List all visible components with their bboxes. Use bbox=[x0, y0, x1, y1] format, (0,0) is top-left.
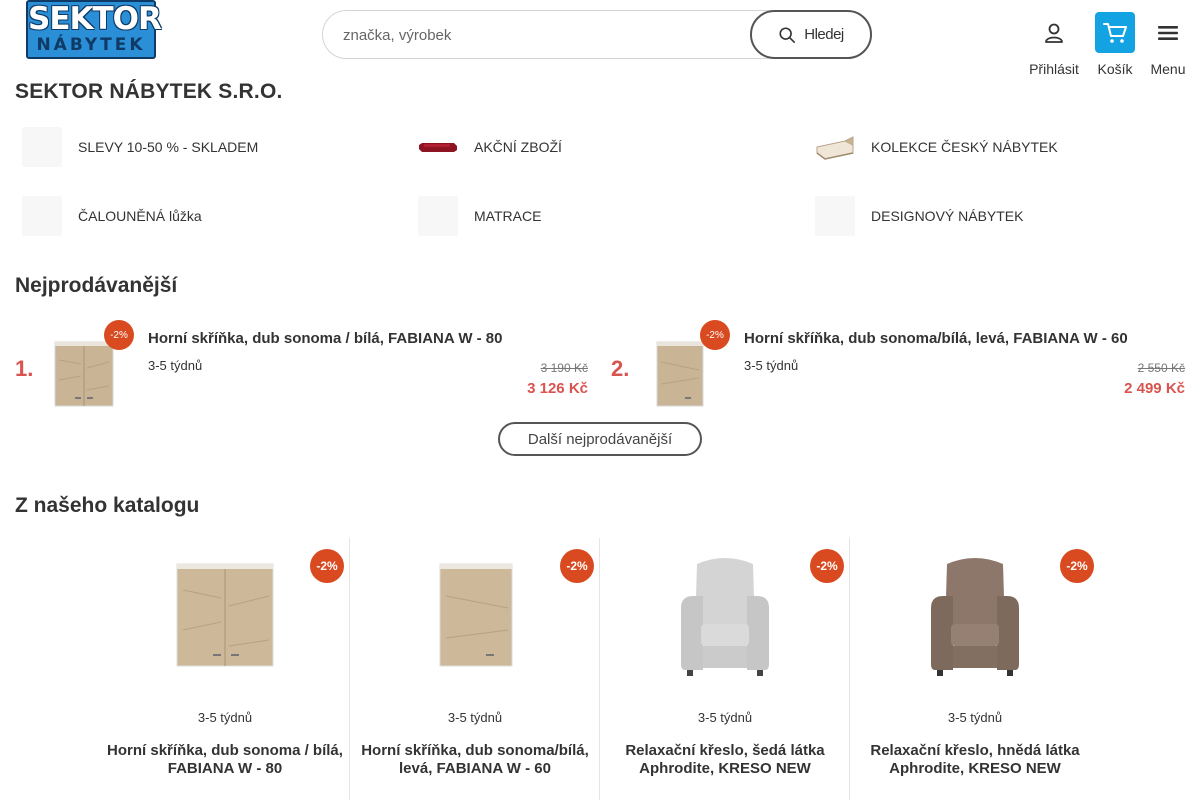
delivery-time: 3-5 týdnů bbox=[697, 710, 753, 725]
discount-badge: -2% bbox=[560, 549, 594, 583]
category-label: SLEVY 10-50 % - SKLADEM bbox=[78, 139, 259, 155]
catalog-product-card[interactable]: -2% 3-5 týdnů Relaxační křeslo, šedá lát… bbox=[599, 538, 849, 800]
category-link-mattresses[interactable]: MATRACE bbox=[418, 196, 541, 236]
category-link-upholstered-beds[interactable]: ČALOUNĚNÁ lůžka bbox=[22, 196, 202, 236]
category-label: MATRACE bbox=[474, 208, 542, 224]
category-link-czech[interactable]: KOLEKCE ČESKÝ NÁBYTEK bbox=[815, 127, 1058, 167]
bestseller-item[interactable]: 2. -2% Horní skříňka, dub sonoma/bílá, l… bbox=[611, 318, 1185, 413]
sofa-thumbnail bbox=[418, 127, 458, 167]
search-bar: Hledej bbox=[322, 10, 872, 59]
category-label: AKČNÍ ZBOŽÍ bbox=[474, 139, 562, 155]
category-label: KOLEKCE ČESKÝ NÁBYTEK bbox=[871, 139, 1058, 155]
recliner-shape bbox=[681, 558, 769, 676]
more-bestsellers-button[interactable]: Další nejprodávanější bbox=[498, 422, 702, 456]
search-button[interactable]: Hledej bbox=[750, 10, 872, 59]
discount-badge: -2% bbox=[1060, 549, 1094, 583]
delivery-time: 3-5 týdnů bbox=[447, 710, 503, 725]
bestseller-rank: 1. bbox=[15, 356, 34, 381]
discount-badge: -2% bbox=[810, 549, 844, 583]
catalog-title: Z našeho katalogu bbox=[15, 494, 200, 517]
delivery-time: 3-5 týdnů bbox=[197, 710, 253, 725]
category-link-sale[interactable]: SLEVY 10-50 % - SKLADEM bbox=[22, 127, 258, 167]
product-name-link[interactable]: Relaxační křeslo, šedá látka Aphrodite, … bbox=[625, 742, 825, 777]
discount-badge: -2% bbox=[104, 320, 134, 350]
product-name-link[interactable]: Relaxační křeslo, hnědá látka Aphrodite,… bbox=[870, 742, 1080, 777]
search-input[interactable] bbox=[343, 23, 743, 47]
product-image[interactable] bbox=[655, 340, 705, 408]
category-thumbnail bbox=[815, 196, 855, 236]
bestsellers-title: Nejprodávanější bbox=[15, 274, 178, 297]
bestseller-rank: 2. bbox=[611, 356, 630, 381]
hamburger-icon bbox=[1158, 25, 1178, 40]
product-image[interactable] bbox=[675, 550, 775, 680]
product-name-link[interactable]: Horní skříňka, dub sonoma/bílá, levá, FA… bbox=[744, 330, 1128, 347]
bed-thumbnail bbox=[815, 127, 855, 167]
cart-icon bbox=[1103, 22, 1127, 43]
discount-badge: -2% bbox=[700, 320, 730, 350]
product-image[interactable] bbox=[925, 550, 1025, 680]
product-image[interactable] bbox=[53, 340, 115, 408]
category-link-action[interactable]: AKČNÍ ZBOŽÍ bbox=[418, 127, 562, 167]
logo-text-top: SEKTOR bbox=[28, 1, 162, 37]
product-name-link[interactable]: Horní skříňka, dub sonoma/bílá, levá, FA… bbox=[361, 742, 589, 777]
recliner-shape bbox=[931, 558, 1019, 676]
site-header: SEKTOR NÁBYTEK Hledej Přihlásit Košík Me… bbox=[0, 0, 1200, 78]
menu-button[interactable]: Menu bbox=[1146, 12, 1190, 77]
current-price: 2 499 Kč bbox=[1124, 380, 1185, 397]
current-price: 3 126 Kč bbox=[527, 380, 588, 397]
menu-label: Menu bbox=[1150, 61, 1186, 77]
category-thumbnail bbox=[22, 127, 62, 167]
user-icon bbox=[1045, 23, 1063, 43]
cart-label: Košík bbox=[1097, 61, 1133, 77]
category-link-design[interactable]: DESIGNOVÝ NÁBYTEK bbox=[815, 196, 1023, 236]
product-name-link[interactable]: Horní skříňka, dub sonoma / bílá, FABIAN… bbox=[107, 742, 343, 777]
product-image[interactable] bbox=[438, 550, 514, 680]
logo-text-bottom: NÁBYTEK bbox=[36, 35, 146, 55]
old-price: 3 190 Kč bbox=[540, 361, 588, 375]
bestseller-item[interactable]: 1. -2% Horní skříňka, dub sonoma / bílá,… bbox=[15, 318, 588, 413]
delivery-time: 3-5 týdnů bbox=[947, 710, 1003, 725]
delivery-time: 3-5 týdnů bbox=[148, 358, 203, 373]
company-title: SEKTOR NÁBYTEK S.R.O. bbox=[15, 80, 283, 103]
product-name-link[interactable]: Horní skříňka, dub sonoma / bílá, FABIAN… bbox=[148, 330, 503, 347]
cart-button[interactable]: Košík bbox=[1092, 12, 1138, 77]
product-image[interactable] bbox=[175, 550, 275, 680]
login-label: Přihlásit bbox=[1029, 61, 1079, 77]
site-logo[interactable]: SEKTOR NÁBYTEK bbox=[26, 0, 162, 59]
old-price: 2 550 Kč bbox=[1137, 361, 1185, 375]
search-button-label: Hledej bbox=[804, 26, 844, 43]
login-button[interactable]: Přihlásit bbox=[1025, 12, 1083, 77]
category-label: ČALOUNĚNÁ lůžka bbox=[78, 208, 202, 224]
category-thumbnail bbox=[22, 196, 62, 236]
delivery-time: 3-5 týdnů bbox=[744, 358, 799, 373]
category-label: DESIGNOVÝ NÁBYTEK bbox=[871, 208, 1024, 224]
catalog-product-card[interactable]: -2% 3-5 týdnů Relaxační křeslo, hnědá lá… bbox=[849, 538, 1099, 800]
category-thumbnail bbox=[418, 196, 458, 236]
catalog-product-card[interactable]: -2% 3-5 týdnů Horní skříňka, dub sonoma/… bbox=[349, 538, 599, 800]
catalog-product-card[interactable]: -2% 3-5 týdnů Horní skříňka, dub sonoma … bbox=[100, 538, 350, 800]
discount-badge: -2% bbox=[310, 549, 344, 583]
search-icon bbox=[779, 26, 796, 43]
